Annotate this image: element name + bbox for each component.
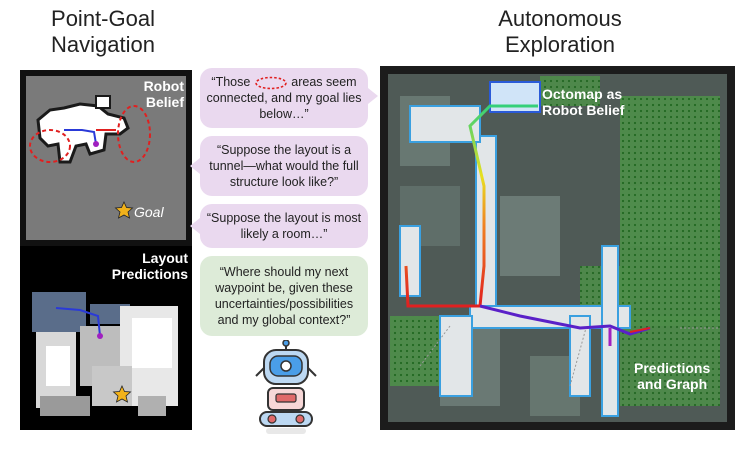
predictions-graph-label: Predictions and Graph bbox=[634, 360, 711, 392]
robot-icon bbox=[255, 340, 317, 434]
bubble-room: “Suppose the layout is most likely a roo… bbox=[200, 204, 368, 248]
right-title-line1: Autonomous bbox=[498, 6, 622, 31]
dashed-ellipse-icon bbox=[254, 76, 287, 90]
exploration-map bbox=[388, 74, 727, 422]
bubble-connected-areas: “Those areas seem connected, and my goal… bbox=[200, 68, 368, 128]
robot-belief-label: Robot Belief bbox=[143, 78, 184, 110]
right-title-line2: Exploration bbox=[504, 32, 616, 57]
left-title-line1: Point-Goal bbox=[51, 6, 155, 31]
left-title-line2: Navigation bbox=[51, 32, 155, 57]
goal-star-icon bbox=[114, 201, 134, 219]
robot-belief-map bbox=[26, 76, 186, 240]
bubble-tunnel: “Suppose the layout is a tunnel—what wou… bbox=[200, 136, 368, 196]
bubble-1-pre: “Those bbox=[211, 75, 251, 89]
layout-predictions-panel: Layout Predictions bbox=[20, 246, 192, 430]
left-title: Point-Goal Navigation bbox=[18, 6, 188, 58]
exploration-map-panel: Octomap as Robot Belief Predictions and … bbox=[380, 66, 735, 430]
goal-star-icon-2 bbox=[112, 385, 132, 403]
goal-label: Goal bbox=[134, 204, 164, 220]
octomap-label: Octomap as Robot Belief bbox=[542, 86, 625, 118]
bubble-1-post: areas seem connected, and my goal lies b… bbox=[206, 75, 362, 121]
robot-belief-panel: Robot Belief Goal bbox=[20, 70, 192, 246]
right-title: Autonomous Exploration bbox=[460, 6, 660, 58]
layout-predictions-map bbox=[32, 292, 178, 416]
bubble-next-waypoint: “Where should my next waypoint be, given… bbox=[200, 256, 368, 336]
layout-predictions-label: Layout Predictions bbox=[111, 250, 188, 282]
